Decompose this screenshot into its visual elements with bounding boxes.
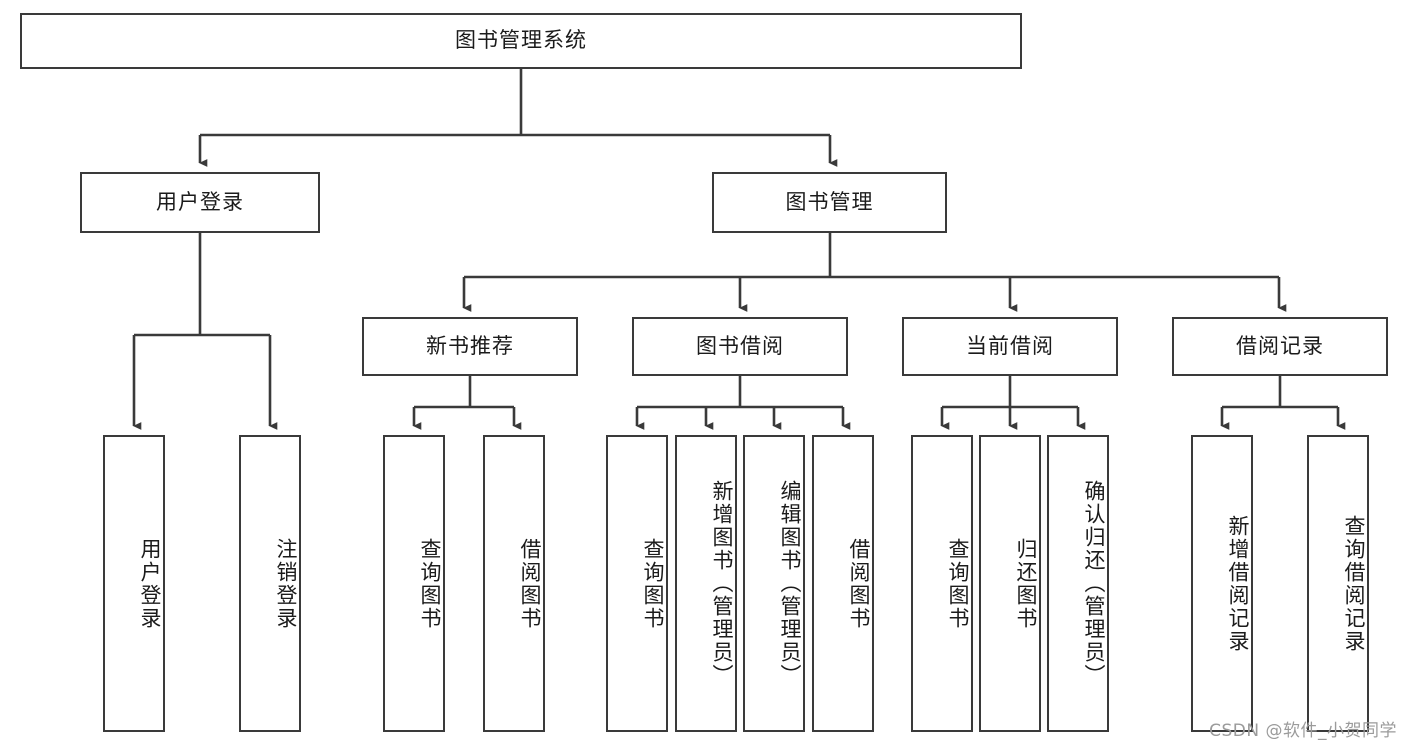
- node-user-login[interactable]: 用户登录: [80, 172, 320, 233]
- node-label: 图书借阅: [696, 333, 784, 358]
- node-borrow-record[interactable]: 借阅记录: [1172, 317, 1388, 376]
- node-label: 借阅图书: [518, 537, 542, 630]
- node-label: 新增借阅记录: [1226, 514, 1250, 653]
- leaf-book-borrow-add-admin[interactable]: 新增图书（管理员）: [675, 435, 737, 732]
- node-label: 图书管理系统: [455, 28, 587, 53]
- leaf-user-login-logout[interactable]: 注销登录: [239, 435, 301, 732]
- node-label: 查询图书: [641, 537, 665, 630]
- leaf-borrow-record-add[interactable]: 新增借阅记录: [1191, 435, 1253, 732]
- leaf-new-book-borrow[interactable]: 借阅图书: [483, 435, 545, 732]
- node-book-management[interactable]: 图书管理: [712, 172, 947, 233]
- node-label: 编辑图书（管理员）: [778, 480, 802, 687]
- leaf-current-borrow-return[interactable]: 归还图书: [979, 435, 1041, 732]
- node-book-borrow[interactable]: 图书借阅: [632, 317, 848, 376]
- node-label: 用户登录: [138, 537, 162, 630]
- node-current-borrow[interactable]: 当前借阅: [902, 317, 1118, 376]
- leaf-borrow-record-query[interactable]: 查询借阅记录: [1307, 435, 1369, 732]
- leaf-book-borrow-borrow[interactable]: 借阅图书: [812, 435, 874, 732]
- leaf-user-login-login[interactable]: 用户登录: [103, 435, 165, 732]
- node-label: 用户登录: [156, 189, 244, 214]
- node-label: 借阅记录: [1236, 333, 1324, 358]
- leaf-book-borrow-edit-admin[interactable]: 编辑图书（管理员）: [743, 435, 805, 732]
- node-label: 查询图书: [946, 537, 970, 630]
- node-label: 查询借阅记录: [1342, 514, 1366, 653]
- node-new-book-recommend[interactable]: 新书推荐: [362, 317, 578, 376]
- node-label: 借阅图书: [847, 537, 871, 630]
- node-label: 图书管理: [785, 189, 874, 214]
- csdn-watermark: CSDN @软件_小贺同学: [1209, 721, 1397, 741]
- node-root-library-management-system[interactable]: 图书管理系统: [20, 13, 1022, 69]
- node-label: 确认归还（管理员）: [1082, 480, 1106, 687]
- leaf-current-borrow-confirm-return-admin[interactable]: 确认归还（管理员）: [1047, 435, 1109, 732]
- node-label: 查询图书: [418, 537, 442, 630]
- node-label: 归还图书: [1014, 537, 1038, 630]
- leaf-current-borrow-query[interactable]: 查询图书: [911, 435, 973, 732]
- node-label: 当前借阅: [966, 333, 1054, 358]
- node-label: 新书推荐: [426, 333, 514, 358]
- node-label: 注销登录: [274, 537, 298, 630]
- leaf-book-borrow-query[interactable]: 查询图书: [606, 435, 668, 732]
- leaf-new-book-query[interactable]: 查询图书: [383, 435, 445, 732]
- node-label: 新增图书（管理员）: [710, 480, 734, 687]
